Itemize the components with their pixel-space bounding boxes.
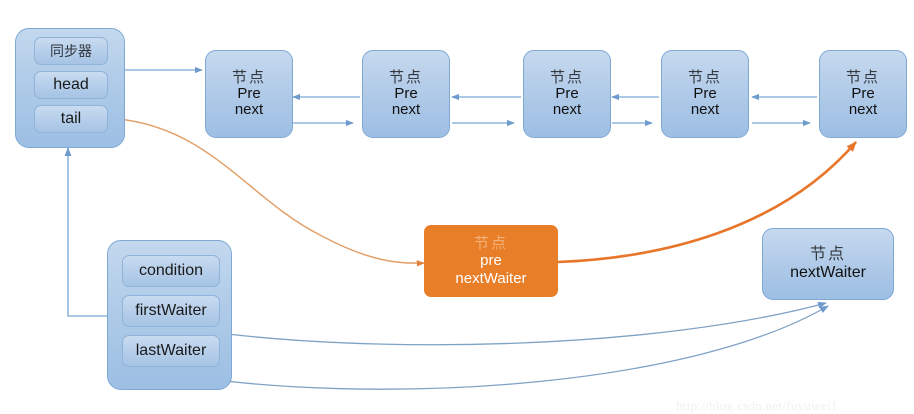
chain-node-2-type: 节点: [388, 67, 423, 86]
chain-node-2-pre: Pre: [394, 84, 418, 102]
chain-node-5[interactable]: 节点 Pre next: [819, 50, 907, 138]
chain-node-5-pre: Pre: [851, 84, 875, 102]
chain-node-4-next: next: [690, 101, 720, 119]
watermark-text: http://blog.csdn.net/fuyuwei1: [676, 398, 838, 413]
chain-node-4-type: 节点: [687, 67, 722, 86]
chain-node-1-pre: Pre: [237, 84, 261, 102]
first-waiter-slot[interactable]: firstWaiter: [122, 295, 220, 327]
chain-node-3-next: next: [552, 101, 582, 119]
chain-node-5-type: 节点: [845, 67, 880, 86]
chain-node-2[interactable]: 节点 Pre next: [362, 50, 450, 138]
edge-firstwaiter-to-sync: [64, 147, 112, 317]
head-slot[interactable]: head: [34, 71, 108, 99]
synchronizer-box[interactable]: 同步器 head tail: [15, 28, 125, 148]
condition-box[interactable]: condition firstWaiter lastWaiter: [107, 240, 232, 390]
tail-slot[interactable]: tail: [34, 105, 108, 133]
sync-title-slot[interactable]: 同步器: [34, 37, 108, 65]
orange-waiter-node[interactable]: 节点 pre nextWaiter: [424, 225, 558, 297]
chain-node-1[interactable]: 节点 Pre next: [205, 50, 293, 138]
edge-lastwaiter-to-waiter-node: [181, 305, 829, 390]
next-waiter-node[interactable]: 节点 nextWaiter: [762, 228, 894, 300]
chain-node-3-pre: Pre: [555, 84, 579, 102]
orange-node-next-waiter: nextWaiter: [455, 269, 527, 287]
orange-node-type: 节点: [473, 234, 508, 253]
chain-node-4[interactable]: 节点 Pre next: [661, 50, 749, 138]
chain-node-5-next: next: [848, 101, 878, 119]
next-waiter-node-label: nextWaiter: [790, 264, 866, 281]
chain-node-4-pre: Pre: [693, 84, 717, 102]
condition-slot[interactable]: condition: [122, 255, 220, 287]
next-waiter-node-type: 节点: [809, 244, 846, 264]
last-waiter-slot[interactable]: lastWaiter: [122, 335, 220, 367]
edge-firstwaiter-to-waiter-node: [195, 301, 827, 346]
chain-node-1-next: next: [234, 101, 264, 119]
chain-node-3-type: 节点: [549, 67, 584, 86]
chain-node-3[interactable]: 节点 Pre next: [523, 50, 611, 138]
chain-node-2-next: next: [391, 101, 421, 119]
orange-node-pre: pre: [480, 252, 502, 270]
chain-node-1-type: 节点: [231, 67, 266, 86]
